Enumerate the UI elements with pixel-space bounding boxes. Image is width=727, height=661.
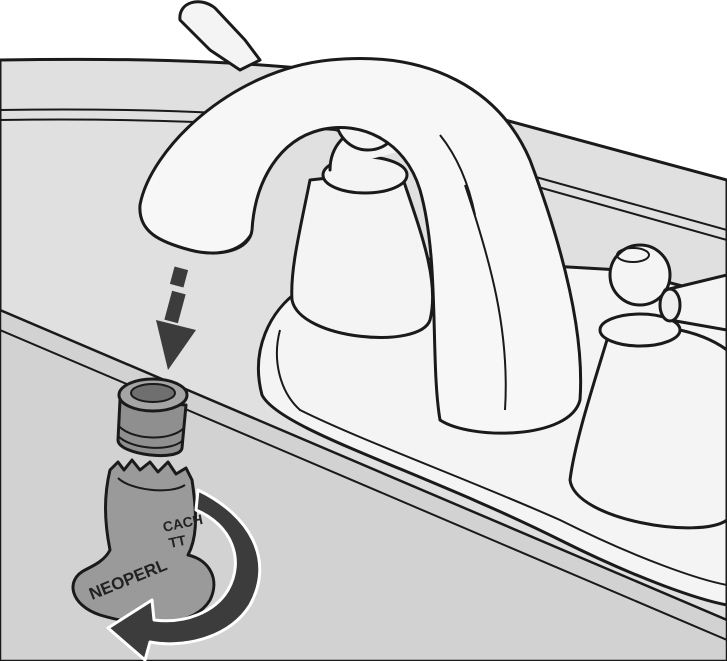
aerator-insert [118,379,187,456]
